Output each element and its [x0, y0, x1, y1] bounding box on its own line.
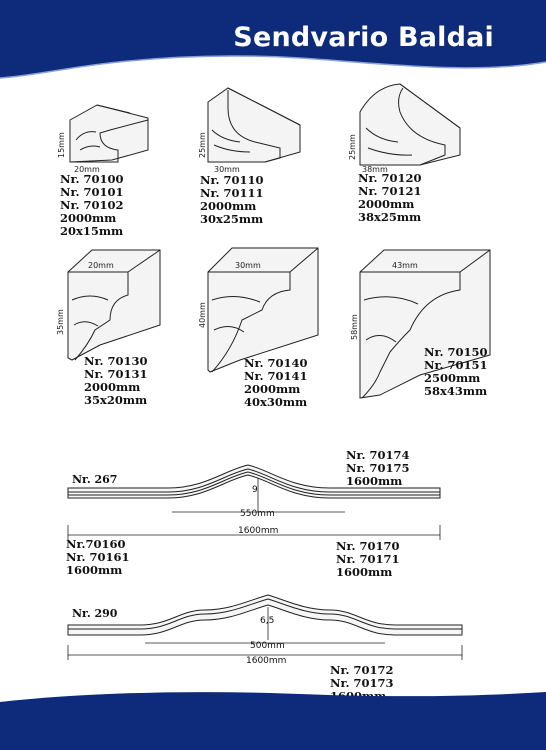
page-title: Sendvario Baldai	[233, 22, 494, 53]
molding-2-total-length: 1600mm	[246, 656, 287, 666]
molding-1-codes-right2: Nr. 70170 Nr. 70171 1600mm	[336, 540, 400, 579]
profile-3-drawing: 38mm 25mm	[348, 83, 461, 174]
profile-1-info: Nr. 70100 Nr. 70101 Nr. 70102 2000mm 20x…	[60, 173, 124, 238]
svg-text:38mm: 38mm	[362, 165, 388, 174]
profile-1-drawing: 20mm 15mm	[57, 104, 149, 174]
profile-5-info: Nr. 70140 Nr. 70141 2000mm 40x30mm	[244, 357, 308, 409]
profile-2-info: Nr. 70110 Nr. 70111 2000mm 30x25mm	[200, 174, 264, 226]
profile-size: 38x25mm	[358, 210, 422, 224]
profile-size: 20x15mm	[60, 224, 124, 238]
svg-text:30mm: 30mm	[214, 165, 240, 174]
profile-size: 40x30mm	[244, 395, 308, 409]
molding-1-arc-length: 550mm	[240, 509, 275, 519]
profile-code: Nr. 70151	[424, 358, 488, 372]
svg-text:35mm: 35mm	[56, 309, 65, 335]
profile-size: 58x43mm	[424, 384, 488, 398]
profile-3-info: Nr. 70120 Nr. 70121 2000mm 38x25mm	[358, 172, 422, 224]
molding-1-drawing	[67, 464, 441, 540]
footer	[0, 688, 546, 750]
svg-text:40mm: 40mm	[198, 302, 207, 328]
profile-code: Nr. 70100	[60, 172, 124, 186]
header-wave	[0, 0, 546, 79]
molding-length: 1600mm	[336, 565, 393, 579]
molding-code: Nr. 70161	[66, 550, 130, 564]
molding-length: 1600mm	[66, 563, 123, 577]
molding-1-codes-left: Nr.70160 Nr. 70161 1600mm	[66, 538, 130, 577]
profile-length: 2500mm	[424, 371, 481, 385]
molding-code: Nr. 70173	[330, 676, 394, 690]
header: Sendvario Baldai	[0, 0, 546, 90]
profile-length: 2000mm	[60, 211, 117, 225]
profile-length: 2000mm	[200, 199, 257, 213]
molding-1-label: Nr. 267	[72, 473, 118, 486]
profile-size: 30x25mm	[200, 212, 264, 226]
molding-length: 1600mm	[346, 474, 403, 488]
svg-text:25mm: 25mm	[198, 132, 207, 158]
molding-2-rise: 6,5	[260, 616, 275, 626]
molding-code: Nr.70160	[66, 537, 126, 551]
molding-1-rise: 9	[252, 485, 258, 495]
profile-length: 2000mm	[244, 382, 301, 396]
molding-2-arc-length: 500mm	[250, 641, 285, 651]
svg-text:58mm: 58mm	[350, 314, 359, 340]
profile-4-drawing: 20mm 35mm	[56, 249, 161, 361]
profile-4-info: Nr. 70130 Nr. 70131 2000mm 35x20mm	[84, 355, 148, 407]
svg-text:15mm: 15mm	[57, 132, 66, 158]
svg-text:30mm: 30mm	[235, 261, 261, 270]
molding-code: Nr. 70170	[336, 539, 400, 553]
footer-wave	[0, 692, 546, 750]
profile-6-drawing: 43mm 58mm	[350, 249, 491, 399]
profile-code: Nr. 70111	[200, 186, 264, 200]
profile-code: Nr. 70120	[358, 171, 422, 185]
profile-length: 2000mm	[358, 197, 415, 211]
profile-code: Nr. 70130	[84, 354, 148, 368]
svg-text:20mm: 20mm	[74, 165, 100, 174]
svg-text:20mm: 20mm	[88, 261, 114, 270]
profile-size: 35x20mm	[84, 393, 148, 407]
molding-2-label: Nr. 290	[72, 607, 118, 620]
molding-code: Nr. 70174	[346, 448, 410, 462]
molding-2-drawing	[67, 594, 463, 660]
profile-length: 2000mm	[84, 380, 141, 394]
profile-code: Nr. 70141	[244, 369, 308, 383]
profile-code: Nr. 70140	[244, 356, 308, 370]
profile-6-info: Nr. 70150 Nr. 70151 2500mm 58x43mm	[424, 346, 488, 398]
molding-code: Nr. 70175	[346, 461, 410, 475]
molding-1-codes-right: Nr. 70174 Nr. 70175 1600mm	[346, 449, 410, 488]
profile-code: Nr. 70101	[60, 185, 124, 199]
profile-code: Nr. 70150	[424, 345, 488, 359]
profile-code: Nr. 70110	[200, 173, 264, 187]
molding-code: Nr. 70171	[336, 552, 400, 566]
profile-code: Nr. 70121	[358, 184, 422, 198]
profile-code: Nr. 70102	[60, 198, 124, 212]
molding-1-total-length: 1600mm	[238, 526, 279, 536]
profile-5-drawing: 30mm 40mm	[198, 247, 319, 373]
svg-text:43mm: 43mm	[392, 261, 418, 270]
svg-text:25mm: 25mm	[348, 134, 357, 160]
profile-code: Nr. 70131	[84, 367, 148, 381]
profile-2-drawing: 30mm 25mm	[198, 87, 301, 174]
molding-code: Nr. 70172	[330, 663, 394, 677]
